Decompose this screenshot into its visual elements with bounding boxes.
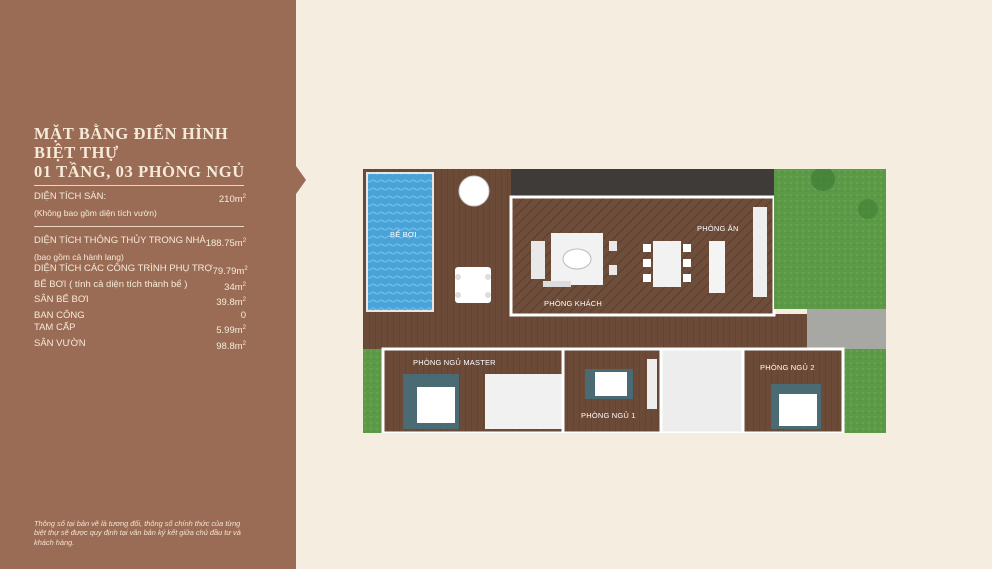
- divider-middle: [34, 226, 244, 227]
- living-dining-room: [509, 195, 776, 317]
- title-line-2: BIỆT THỰ: [34, 143, 119, 162]
- garden-west-strip: [363, 349, 383, 433]
- label-bedroom-2: PHÒNG NGỦ 2: [760, 363, 815, 372]
- master-bathroom: [485, 374, 563, 429]
- spec-list: DIỆN TÍCH THÔNG THỦY TRONG NHÀ 188.75m2 …: [34, 235, 248, 353]
- steps-value: 5.99m: [216, 325, 243, 337]
- pool-value: 34m: [224, 281, 243, 293]
- pool-deck-value: 39.8m: [216, 297, 243, 309]
- steps-area: [807, 309, 886, 349]
- label-bedroom-1: PHÒNG NGỦ 1: [581, 411, 636, 420]
- rooftop-strip: [511, 169, 799, 197]
- title-line-1: MẶT BẰNG ĐIỂN HÌNH: [34, 124, 229, 143]
- bedroom1-wardrobe: [647, 359, 657, 409]
- label-master-bedroom: PHÒNG NGỦ MASTER: [413, 358, 496, 367]
- footnote: Thông số tại bản vẽ là tương đối, thông …: [34, 519, 241, 547]
- pool-label: BỂ BƠI ( tính cả diện tích thành bể ): [34, 278, 188, 290]
- balcony-label: BAN CÔNG: [34, 309, 85, 321]
- divider-top: [34, 185, 244, 186]
- floor-area-label: DIỆN TÍCH SÀN:: [34, 191, 107, 202]
- label-living: PHÒNG KHÁCH: [544, 299, 603, 308]
- spec-floor-area: DIỆN TÍCH SÀN: 210m2 (Không bao gồm diện…: [34, 191, 246, 219]
- sun-lounger-set: [455, 175, 491, 303]
- balcony-value: 0: [240, 309, 246, 321]
- shared-bathroom: [659, 347, 745, 435]
- clear-area-value: 188.75m: [205, 238, 243, 250]
- unit-superscript: 2: [242, 194, 246, 200]
- floor-area-note: (Không bao gồm diện tích vườn): [34, 207, 157, 218]
- unit-superscript: 2: [242, 325, 246, 332]
- dining-furniture: [643, 207, 767, 297]
- steps-label: TAM CẤP: [34, 322, 76, 334]
- bedroom1-bed: [595, 372, 627, 396]
- tree-icon: [811, 167, 835, 191]
- label-pool: BỂ BƠI: [390, 230, 417, 239]
- garden-value: 98.8m: [216, 340, 243, 352]
- label-dining: PHÒNG ĂN: [697, 224, 739, 233]
- garden-label: SÂN VƯỜN: [34, 337, 86, 349]
- bedroom2-bed: [779, 394, 817, 426]
- floor-plan: BỂ BƠI PHÒNG ĂN PHÒNG KHÁCH PHÒNG NGỦ MA…: [363, 167, 886, 435]
- info-panel: [0, 0, 296, 569]
- unit-superscript: 2: [242, 281, 246, 288]
- floor-plan-drawing: [363, 167, 886, 435]
- swimming-pool: [366, 172, 434, 312]
- unit-superscript: 2: [242, 238, 247, 244]
- tree-icon: [858, 199, 878, 219]
- page-title: MẶT BẰNG ĐIỂN HÌNH BIỆT THỰ 01 TẦNG, 03 …: [34, 124, 245, 181]
- master-bed: [417, 387, 455, 423]
- floor-area-value: 210m: [218, 194, 243, 206]
- clear-area-note: (bao gồm cả hành lang): [34, 251, 124, 262]
- pool-deck-label: SÂN BỂ BƠI: [34, 294, 89, 306]
- unit-superscript: 2: [244, 265, 248, 272]
- living-furniture: [531, 233, 617, 287]
- garden-east: [774, 169, 886, 309]
- garden-east-strip: [843, 349, 886, 433]
- aux-label: DIỆN TÍCH CÁC CÔNG TRÌNH PHỤ TRỢ: [34, 262, 213, 274]
- unit-superscript: 2: [242, 340, 246, 347]
- unit-superscript: 2: [242, 297, 246, 304]
- panel-notch: [296, 166, 306, 194]
- title-line-3: 01 TẦNG, 03 PHÒNG NGỦ: [34, 162, 245, 181]
- aux-value: 79.79m: [212, 266, 245, 278]
- corridor-deck: [363, 314, 807, 349]
- clear-area-label: DIỆN TÍCH THÔNG THỦY TRONG NHÀ: [34, 235, 206, 246]
